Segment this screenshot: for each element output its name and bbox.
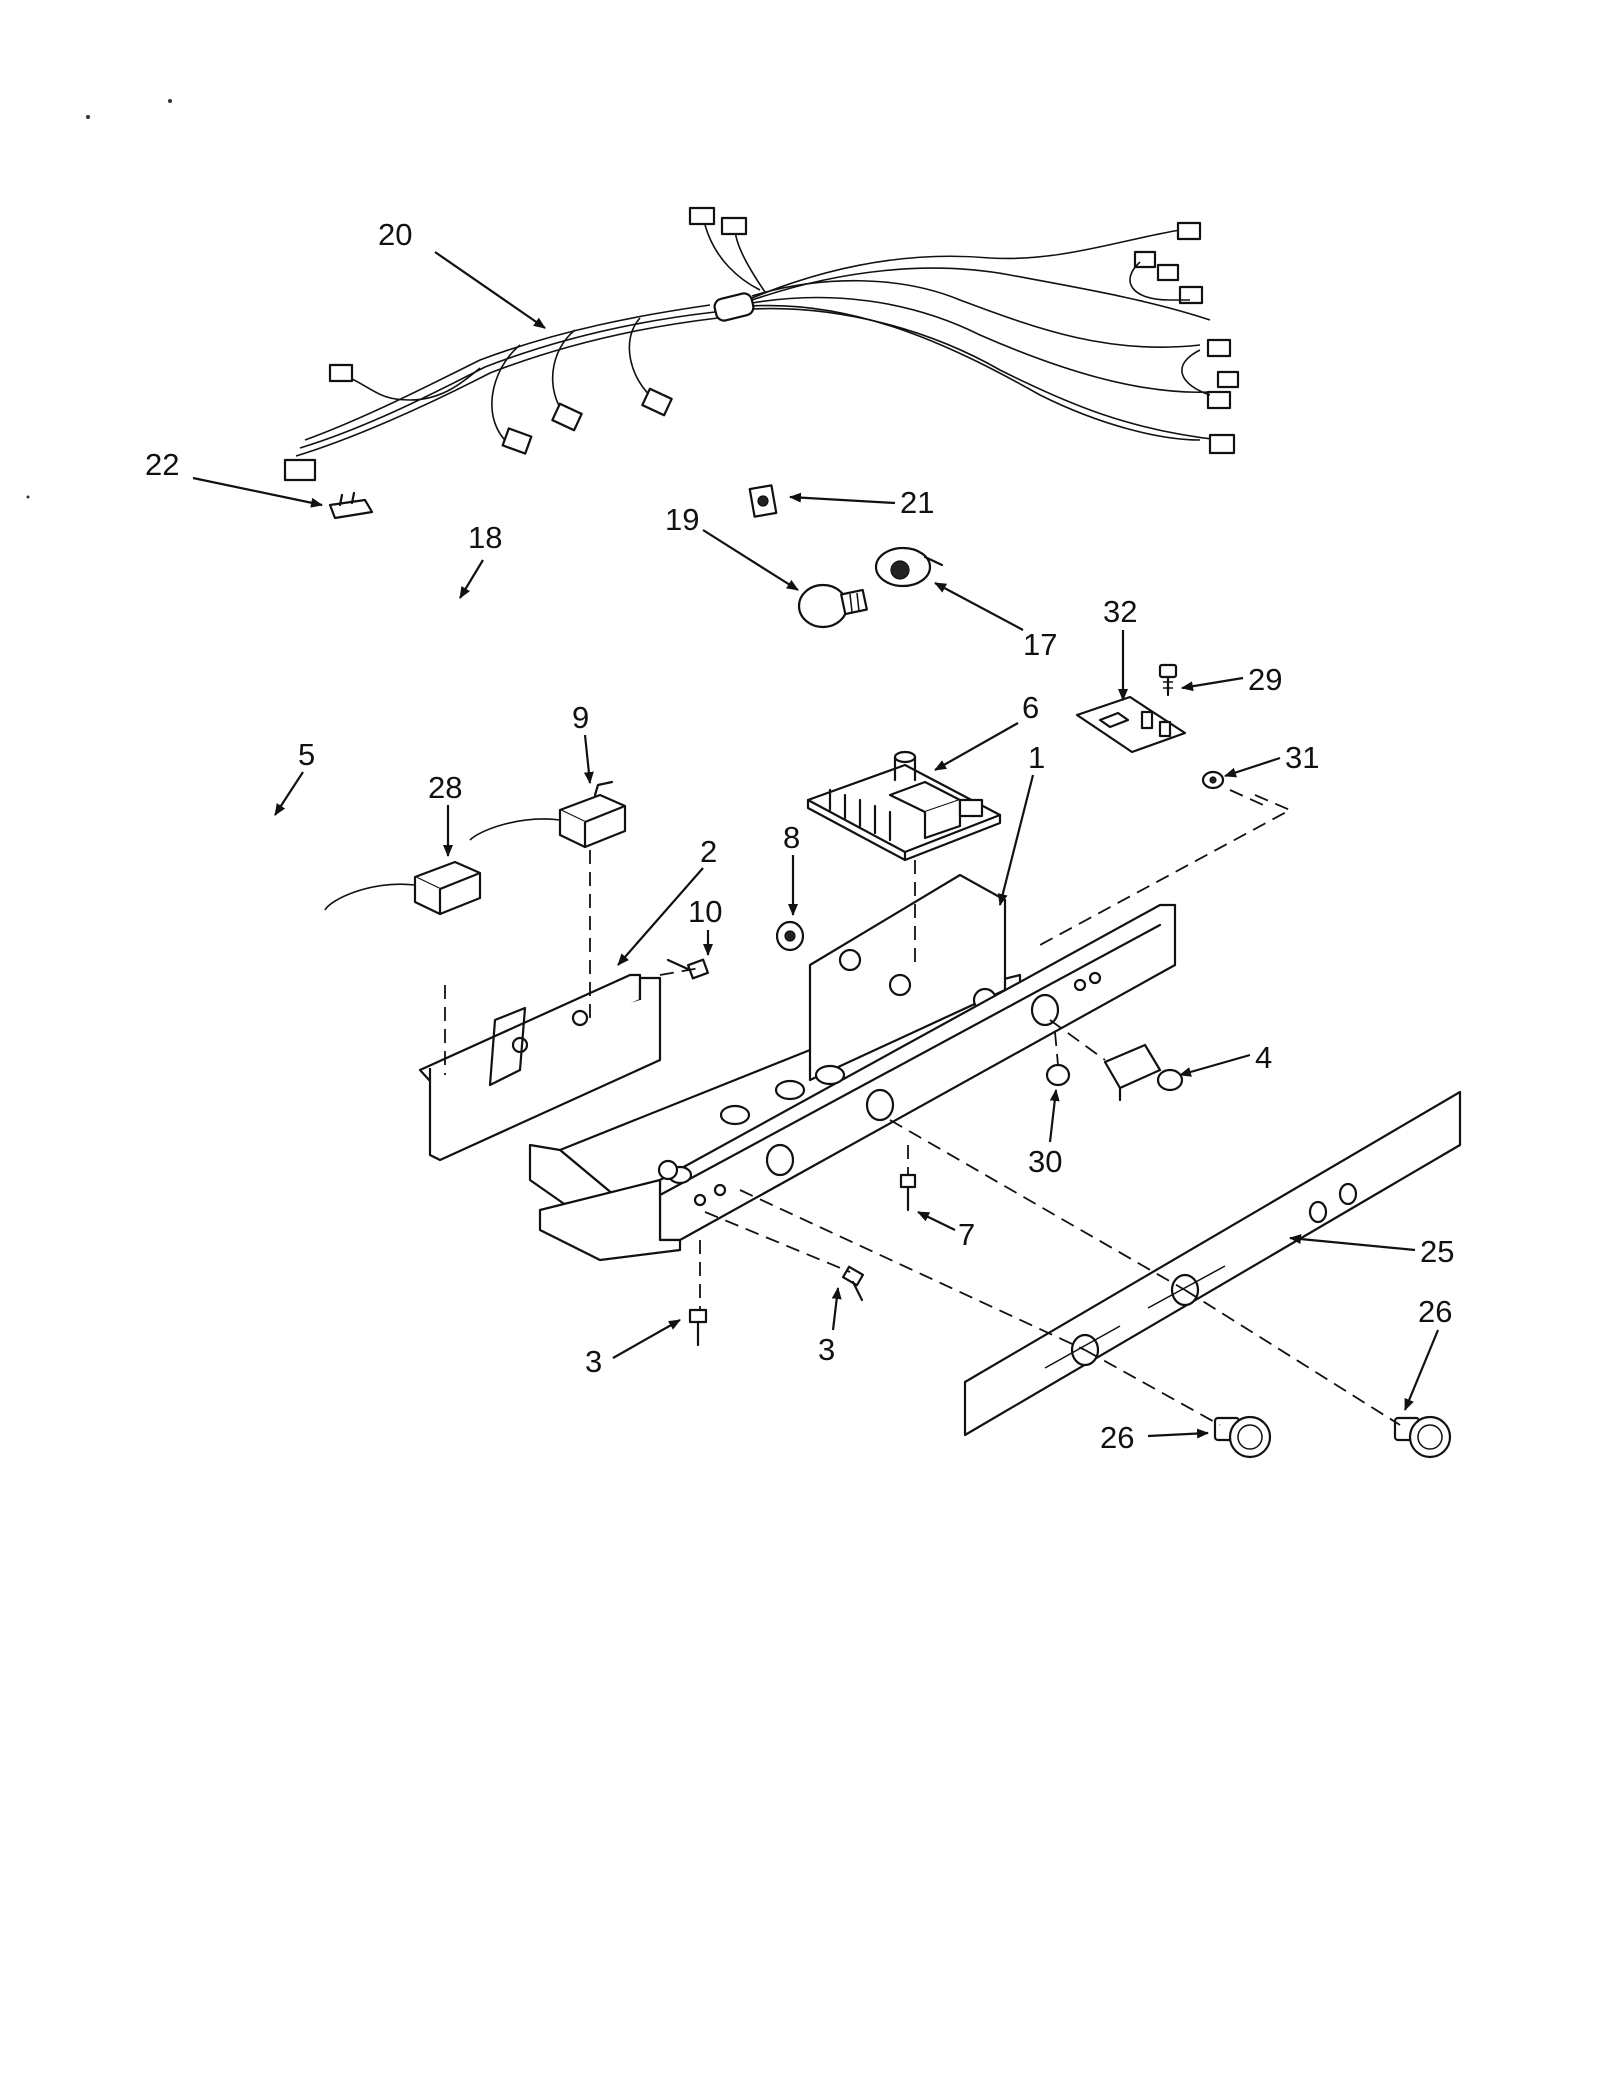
arrow-4 xyxy=(1179,1053,1251,1077)
callout-21: 21 xyxy=(900,485,934,520)
part-control-board-6 xyxy=(806,750,1002,862)
part-rivet-31 xyxy=(1201,770,1225,790)
arrow-17 xyxy=(934,582,1024,631)
part-control-housing xyxy=(528,873,1177,1262)
callout-5: 5 xyxy=(298,737,315,772)
arrow-7 xyxy=(917,1211,956,1231)
part-screw-7 xyxy=(899,1173,917,1212)
arrow-30 xyxy=(1048,1089,1060,1143)
callout-32: 32 xyxy=(1103,594,1137,629)
part-knob-30 xyxy=(1045,1063,1071,1087)
scan-speck xyxy=(86,115,90,119)
arrow-2 xyxy=(617,867,704,966)
callout-31: 31 xyxy=(1285,740,1319,775)
callout-8: 8 xyxy=(783,820,800,855)
scan-speck xyxy=(26,495,30,499)
callout-20: 20 xyxy=(378,217,412,252)
part-lamp-socket xyxy=(874,546,944,588)
arrow-26b xyxy=(1403,1329,1440,1411)
callout-26-right: 26 xyxy=(1418,1294,1452,1329)
arrow-3a xyxy=(612,1319,681,1359)
assembly-guide-lines xyxy=(444,789,1401,1426)
part-wire-harness xyxy=(283,206,1240,482)
part-bracket-2 xyxy=(418,973,662,1162)
arrow-26a xyxy=(1147,1428,1209,1439)
callout-4: 4 xyxy=(1255,1040,1272,1075)
callout-28: 28 xyxy=(428,770,462,805)
callout-26-left: 26 xyxy=(1100,1420,1134,1455)
part-switch-4 xyxy=(1103,1043,1184,1102)
part-front-panel xyxy=(963,1090,1462,1437)
callout-7: 7 xyxy=(958,1217,975,1252)
callout-3-left: 3 xyxy=(585,1344,602,1379)
arrow-9 xyxy=(583,734,594,784)
callout-22: 22 xyxy=(145,447,179,482)
callout-1: 1 xyxy=(1028,740,1045,775)
arrow-19 xyxy=(702,529,799,591)
callout-10: 10 xyxy=(688,894,722,929)
arrow-31 xyxy=(1224,756,1281,778)
part-grommet-8 xyxy=(775,920,805,952)
arrow-1 xyxy=(997,774,1035,906)
part-tube-5 xyxy=(145,817,330,841)
part-clip xyxy=(328,491,374,520)
part-switch-9 xyxy=(469,780,627,849)
callout-17: 17 xyxy=(1023,627,1057,662)
callout-25: 25 xyxy=(1420,1234,1454,1269)
part-switch-28 xyxy=(324,860,482,916)
part-knob-26b xyxy=(1393,1415,1452,1459)
callout-6: 6 xyxy=(1022,690,1039,725)
part-socket-bracket xyxy=(748,484,778,518)
part-control-board-32 xyxy=(1075,695,1187,754)
arrow-29 xyxy=(1181,676,1244,692)
arrow-18 xyxy=(459,559,484,599)
callout-19: 19 xyxy=(665,502,699,537)
arrow-25 xyxy=(1289,1234,1416,1252)
part-tube-18 xyxy=(328,595,510,617)
arrow-6 xyxy=(934,722,1019,771)
arrow-20 xyxy=(434,251,546,329)
arrow-5 xyxy=(274,771,304,816)
part-screw-29 xyxy=(1158,663,1178,697)
callout-arrows xyxy=(192,251,1440,1439)
callout-18: 18 xyxy=(468,520,502,555)
part-screw-3b xyxy=(841,1265,865,1302)
callout-9: 9 xyxy=(572,700,589,735)
scan-speck xyxy=(168,99,172,103)
callout-29: 29 xyxy=(1248,662,1282,697)
arrow-22 xyxy=(192,476,323,508)
part-light-bulb xyxy=(797,583,868,629)
callout-labels: 20 22 21 18 19 17 32 29 6 9 5 28 1 31 2 … xyxy=(145,217,1454,1455)
callout-3-right: 3 xyxy=(818,1332,835,1367)
part-screw-3a xyxy=(688,1308,708,1347)
callout-30: 30 xyxy=(1028,1144,1062,1179)
part-knob-26a xyxy=(1213,1415,1272,1459)
callout-2: 2 xyxy=(700,834,717,869)
part-screw-10 xyxy=(666,958,710,980)
arrow-3b xyxy=(831,1287,842,1331)
arrow-21 xyxy=(789,492,896,505)
